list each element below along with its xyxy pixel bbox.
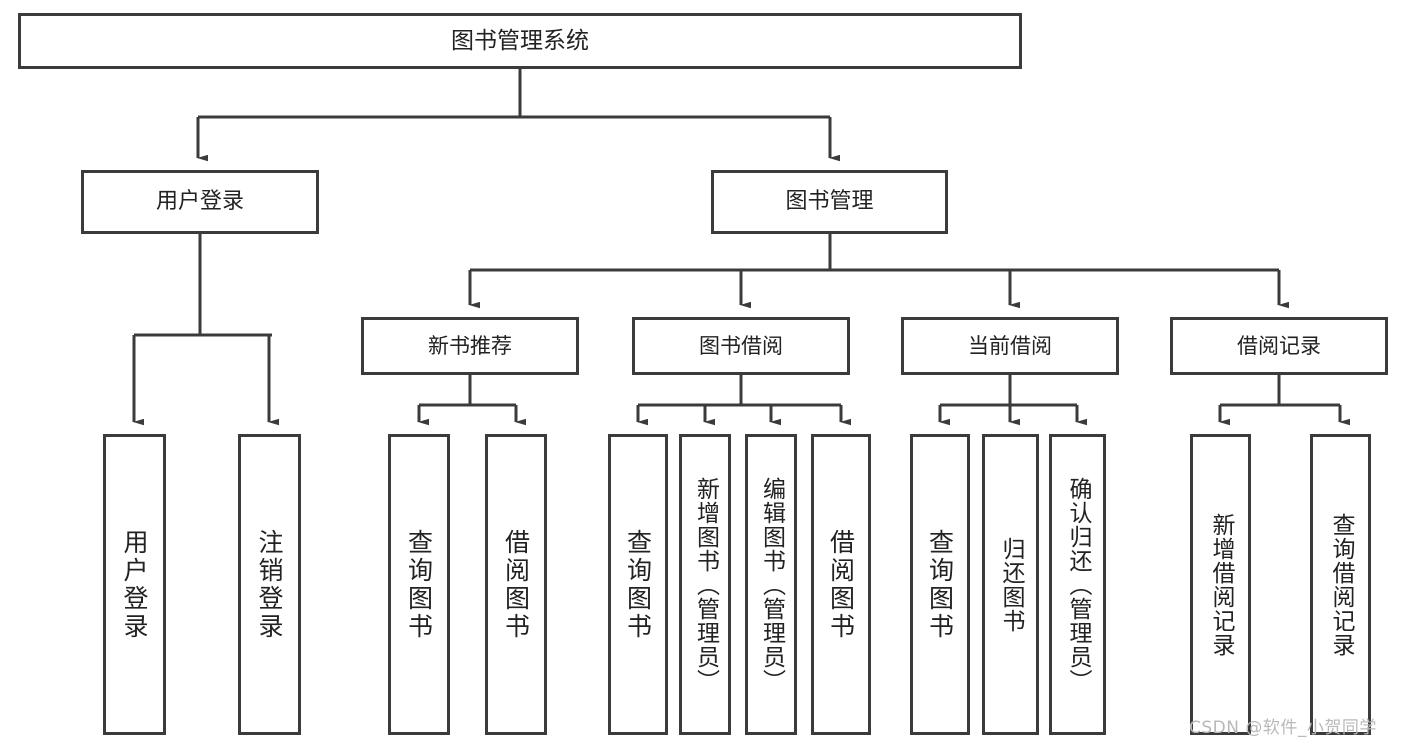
node-label: 编辑图书（管理员）	[758, 476, 785, 693]
watermark-text: CSDN @软件_小贺同学	[1189, 718, 1377, 738]
leaf-user-login[interactable]: 用户登录	[103, 434, 166, 735]
leaf-query-loan-record[interactable]: 查询借阅记录	[1310, 434, 1371, 735]
node-label: 新书推荐	[428, 333, 512, 358]
leaf-return-book[interactable]: 归还图书	[982, 434, 1039, 735]
node-label: 当前借阅	[968, 333, 1052, 358]
node-label: 确认归还（管理员）	[1065, 476, 1091, 693]
node-label: 借阅图书	[501, 528, 531, 641]
node-label: 新增图书（管理员）	[692, 476, 719, 693]
node-label: 图书管理系统	[451, 27, 589, 54]
node-label: 借阅图书	[826, 528, 856, 641]
node-label: 图书管理	[785, 189, 874, 215]
node-label: 用户登录	[120, 528, 149, 641]
leaf-add-loan-record[interactable]: 新增借阅记录	[1190, 434, 1251, 735]
node-user-login[interactable]: 用户登录	[81, 170, 319, 234]
node-label: 查询图书	[925, 528, 955, 641]
node-label: 查询图书	[623, 528, 653, 641]
node-label: 新增借阅记录	[1208, 512, 1234, 657]
node-loan-records[interactable]: 借阅记录	[1170, 317, 1388, 375]
leaf-add-book-admin[interactable]: 新增图书（管理员）	[679, 434, 731, 735]
node-label: 用户登录	[155, 189, 244, 215]
node-label: 借阅记录	[1237, 333, 1321, 358]
leaf-query-book-recommendation[interactable]: 查询图书	[388, 434, 450, 735]
leaf-borrow-book-borrowing[interactable]: 借阅图书	[811, 434, 871, 735]
node-label: 查询借阅记录	[1328, 512, 1354, 657]
node-label: 归还图书	[998, 536, 1024, 633]
leaf-edit-book-admin[interactable]: 编辑图书（管理员）	[745, 434, 797, 735]
leaf-user-logout[interactable]: 注销登录	[238, 434, 301, 735]
node-book-management[interactable]: 图书管理	[711, 170, 948, 234]
leaf-query-book-current-loan[interactable]: 查询图书	[910, 434, 970, 735]
node-label: 查询图书	[404, 528, 434, 641]
leaf-borrow-book-recommendation[interactable]: 借阅图书	[485, 434, 547, 735]
node-label: 注销登录	[255, 528, 284, 641]
node-book-borrowing[interactable]: 图书借阅	[632, 317, 850, 375]
node-root-system[interactable]: 图书管理系统	[18, 13, 1022, 69]
leaf-query-book-borrowing[interactable]: 查询图书	[608, 434, 668, 735]
node-label: 图书借阅	[699, 333, 783, 358]
node-new-book-recommendation[interactable]: 新书推荐	[361, 317, 579, 375]
leaf-confirm-return-admin[interactable]: 确认归还（管理员）	[1049, 434, 1106, 735]
node-current-loans[interactable]: 当前借阅	[901, 317, 1119, 375]
